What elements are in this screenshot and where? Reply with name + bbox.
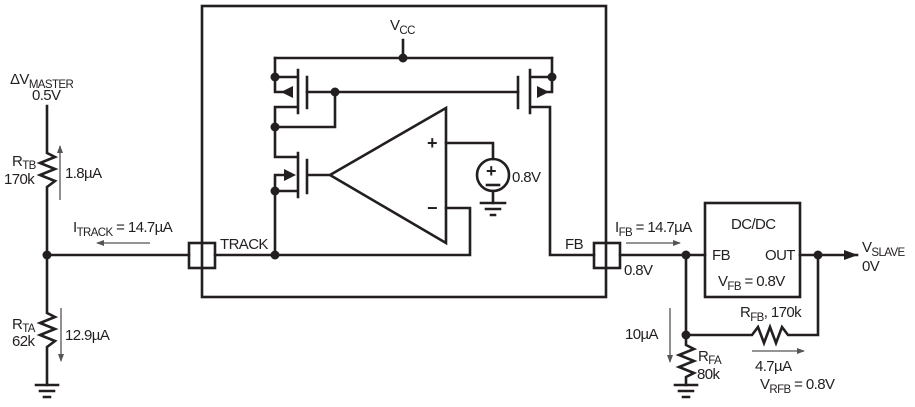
- slave-output: VSLAVE 0V: [862, 239, 906, 275]
- ic-outline: [200, 4, 608, 299]
- vcc-label: VCC: [390, 17, 415, 37]
- svg-text:0.8V: 0.8V: [624, 262, 653, 279]
- master-voltage: 0.5V: [32, 87, 61, 104]
- op-amp: [327, 105, 448, 246]
- svg-text:4.7µA: 4.7µA: [755, 358, 792, 375]
- svg-text:IFB = 14.7µA: IFB = 14.7µA: [615, 219, 692, 239]
- voltage-reference-icon: +: [475, 157, 511, 217]
- svg-text:170k: 170k: [4, 171, 35, 188]
- rfb-resistor: RFB, 170k 4.7µA VRFB = 0.8V: [740, 304, 836, 396]
- svg-text:RFA: RFA: [698, 348, 722, 367]
- nmos: [270, 125, 332, 257]
- svg-text:80k: 80k: [697, 366, 720, 383]
- svg-text:VRFB = 0.8V: VRFB = 0.8V: [760, 376, 835, 396]
- svg-text:RFB, 170k: RFB, 170k: [740, 304, 802, 324]
- pmos-left: [270, 56, 337, 132]
- svg-text:VFB = 0.8V: VFB = 0.8V: [718, 273, 785, 293]
- ref-voltage-label: 0.8V: [512, 169, 541, 186]
- svg-text:10µA: 10µA: [625, 326, 659, 343]
- svg-text:+: +: [486, 161, 496, 181]
- rtb-resistor: RTB 170k 1.8µA: [4, 145, 103, 200]
- svg-text:VSLAVE: VSLAVE: [862, 239, 906, 259]
- svg-text:OUT: OUT: [765, 247, 795, 264]
- dcdc-converter: DC/DC FB OUT VFB = 0.8V: [703, 201, 802, 299]
- svg-text:ITRACK = 14.7µA: ITRACK = 14.7µA: [73, 219, 173, 239]
- master-label: ΔVMASTER: [10, 71, 73, 91]
- rfa-resistor: 10µA RFA 80k: [625, 308, 723, 383]
- svg-text:RTB: RTB: [12, 153, 37, 172]
- ifb-label: IFB = 14.7µA 0.8V: [615, 219, 693, 279]
- svg-text:FB: FB: [712, 247, 731, 264]
- pmos-right: [516, 56, 596, 257]
- svg-text:RTA: RTA: [12, 316, 36, 335]
- svg-text:1.8µA: 1.8µA: [65, 165, 102, 182]
- itrack-label: ITRACK = 14.7µA: [73, 219, 173, 246]
- rta-resistor: RTA 62k 12.9µA: [12, 308, 110, 362]
- svg-text:12.9µA: 12.9µA: [65, 327, 110, 344]
- svg-text:0V: 0V: [862, 258, 880, 275]
- svg-text:DC/DC: DC/DC: [731, 216, 776, 233]
- track-pin-label: TRACK: [220, 236, 268, 253]
- op-amp-plus: +: [427, 133, 437, 153]
- svg-text:62k: 62k: [12, 333, 35, 350]
- op-amp-minus: −: [427, 198, 437, 218]
- fb-pin-label: FB: [565, 236, 584, 253]
